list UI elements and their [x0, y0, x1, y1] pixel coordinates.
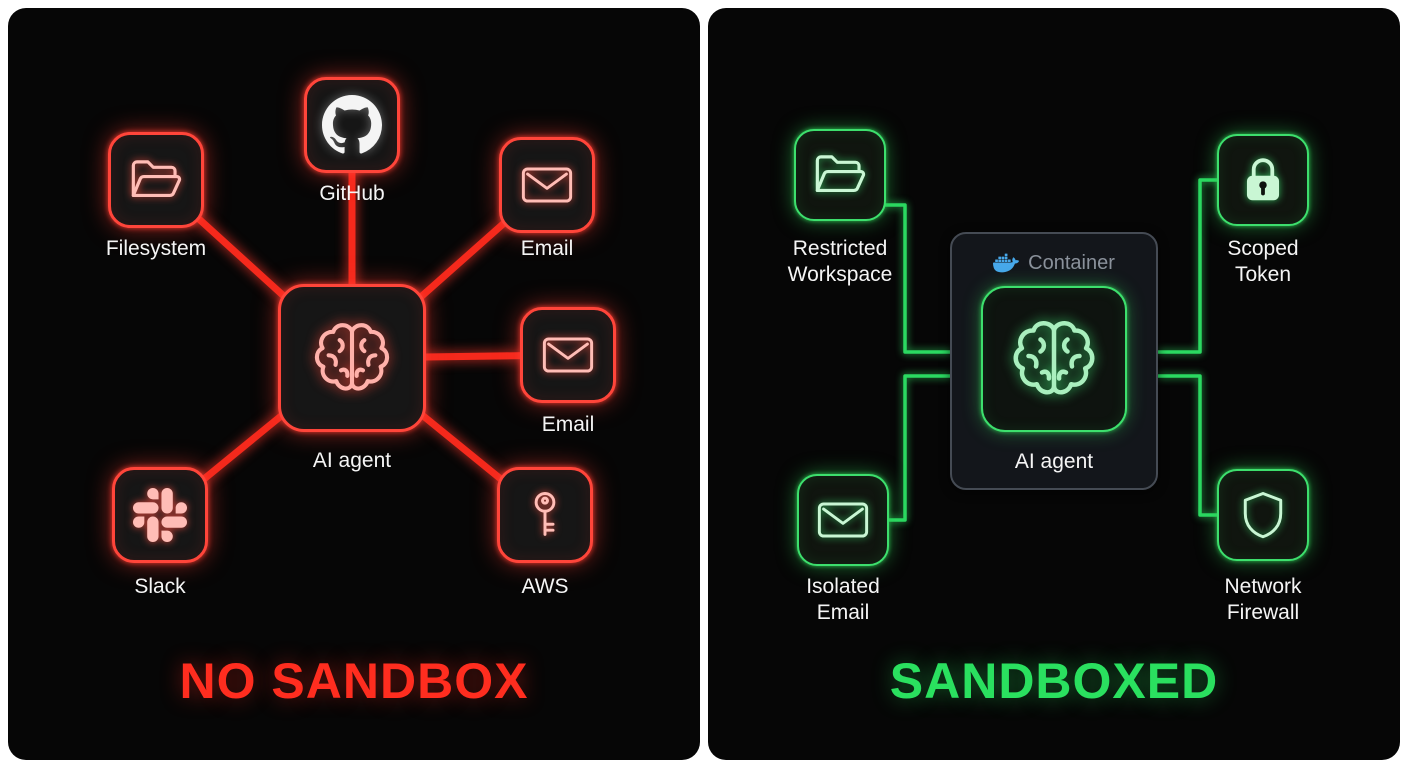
node-email-right — [520, 307, 616, 403]
envelope-icon — [541, 328, 595, 382]
node-filesystem-label: Filesystem — [105, 237, 207, 260]
node-github-label: GitHub — [319, 182, 385, 205]
node-isolated-email-label: Isolated Email — [806, 575, 880, 624]
no-sandbox-panel: Filesystem GitHub Email AI agent Email S… — [8, 8, 700, 760]
node-slack-label: Slack — [134, 575, 186, 598]
ai-agent-box-sandboxed — [981, 286, 1127, 432]
node-restricted-workspace — [794, 129, 886, 221]
sandboxed-panel: Restricted Workspace Scoped Token Contai… — [708, 8, 1400, 760]
ai-agent-box — [278, 284, 426, 432]
docker-icon — [993, 250, 1019, 276]
github-icon — [322, 95, 382, 155]
node-email-top-label: Email — [520, 237, 574, 260]
shield-icon — [1236, 488, 1290, 542]
node-aws-label: AWS — [521, 575, 569, 598]
green-connection-lines — [883, 178, 1220, 522]
ai-agent-label-sandboxed: AI agent — [1014, 450, 1094, 473]
node-slack — [112, 467, 208, 563]
ai-agent-label: AI agent — [312, 449, 392, 472]
node-scoped-token-label: Scoped Token — [1227, 237, 1299, 286]
envelope-icon — [816, 493, 870, 547]
node-isolated-email — [797, 474, 889, 566]
container-box: Container AI agent — [950, 232, 1158, 490]
sandboxed-title: SANDBOXED — [889, 653, 1219, 709]
brain-icon — [1006, 311, 1102, 407]
node-filesystem — [108, 132, 204, 228]
folder-icon — [127, 151, 185, 209]
envelope-icon — [520, 158, 574, 212]
node-email-right-label: Email — [541, 413, 595, 436]
brain-icon — [308, 314, 396, 402]
node-email-top — [499, 137, 595, 233]
node-scoped-token — [1217, 134, 1309, 226]
node-network-firewall-label: Network Firewall — [1224, 575, 1302, 624]
no-sandbox-title: NO SANDBOX — [179, 653, 529, 709]
container-label: Container — [1028, 251, 1115, 274]
node-network-firewall — [1217, 469, 1309, 561]
node-aws — [497, 467, 593, 563]
folder-icon — [811, 146, 869, 204]
key-icon — [518, 488, 572, 542]
lock-icon — [1236, 153, 1290, 207]
container-header: Container — [952, 250, 1156, 276]
slack-icon — [133, 488, 187, 542]
node-github — [304, 77, 400, 173]
node-restricted-workspace-label: Restricted Workspace — [787, 237, 893, 286]
